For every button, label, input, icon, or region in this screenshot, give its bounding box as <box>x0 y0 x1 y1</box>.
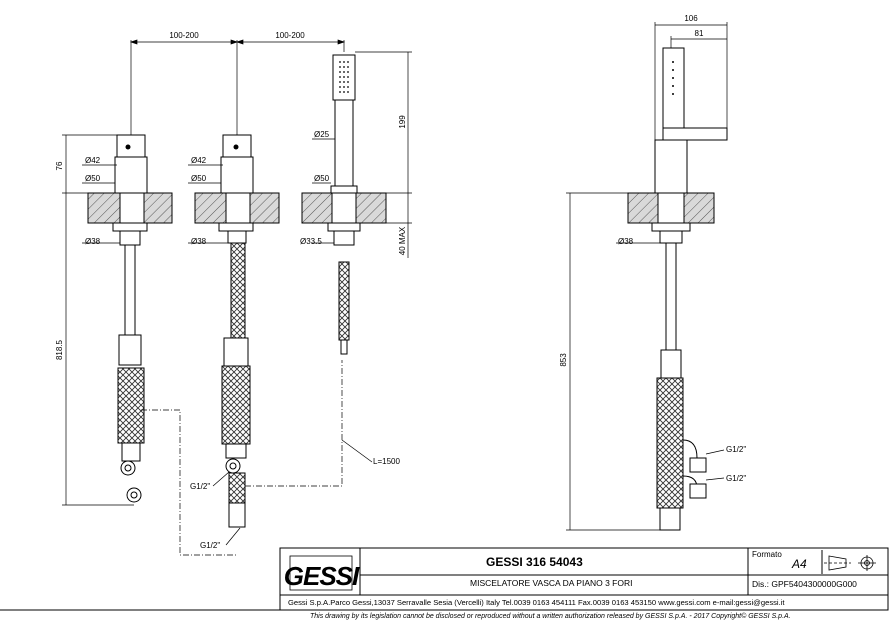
hand-shower <box>301 54 387 355</box>
model-number: GESSI 316 54043 <box>486 555 583 569</box>
connection-lines <box>141 360 343 556</box>
dim-40-max: 40 MAX <box>398 226 407 255</box>
dim-d42-left: Ø42 <box>85 156 101 165</box>
dim-spacing-2: 100-200 <box>275 31 305 40</box>
dim-76: 76 <box>55 161 64 170</box>
side-view <box>627 47 728 531</box>
dim-d50-shower: Ø50 <box>314 174 330 183</box>
gessi-logo: GESSI <box>284 555 361 591</box>
dim-d38-left: Ø38 <box>85 237 101 246</box>
front-top-dimensions <box>129 39 346 135</box>
dim-hose-length: L=1500 <box>373 457 400 466</box>
dim-d50-left: Ø50 <box>85 174 101 183</box>
projection-symbol-icon <box>824 555 876 571</box>
drawing-number: Dis.: GPF5404300000G000 <box>752 579 857 589</box>
dim-g12-middle-a: G1/2" <box>190 482 210 491</box>
dim-d25: Ø25 <box>314 130 330 139</box>
middle-tap <box>194 134 280 528</box>
dim-g12-side-a: G1/2" <box>726 445 746 454</box>
formato-label: Formato <box>752 550 782 559</box>
dim-spacing-1: 100-200 <box>169 31 199 40</box>
dim-g12-middle-b: G1/2" <box>200 541 220 550</box>
dim-818-5: 818.5 <box>55 339 64 360</box>
dim-d38-side: Ø38 <box>618 237 634 246</box>
dim-853: 853 <box>559 353 568 367</box>
svg-text:GESSI: GESSI <box>284 561 360 591</box>
formato-value: A4 <box>792 557 807 571</box>
product-description: MISCELATORE VASCA DA PIANO 3 FORI <box>470 578 633 588</box>
legal-notice: This drawing by its legislation cannot b… <box>310 613 791 620</box>
title-block-frame <box>279 547 889 611</box>
dim-g12-side-b: G1/2" <box>726 474 746 483</box>
dim-106: 106 <box>684 14 698 23</box>
shower-holes <box>339 61 349 93</box>
dim-d33-5: Ø33.5 <box>300 237 322 246</box>
company-address: Gessi S.p.A.Parco Gessi,13037 Serravalle… <box>288 598 785 607</box>
dim-d42-middle: Ø42 <box>191 156 207 165</box>
dim-199: 199 <box>398 115 407 129</box>
dim-d38-middle: Ø38 <box>191 237 207 246</box>
dim-d50-middle: Ø50 <box>191 174 207 183</box>
left-tap <box>87 134 173 503</box>
dim-81: 81 <box>695 29 704 38</box>
